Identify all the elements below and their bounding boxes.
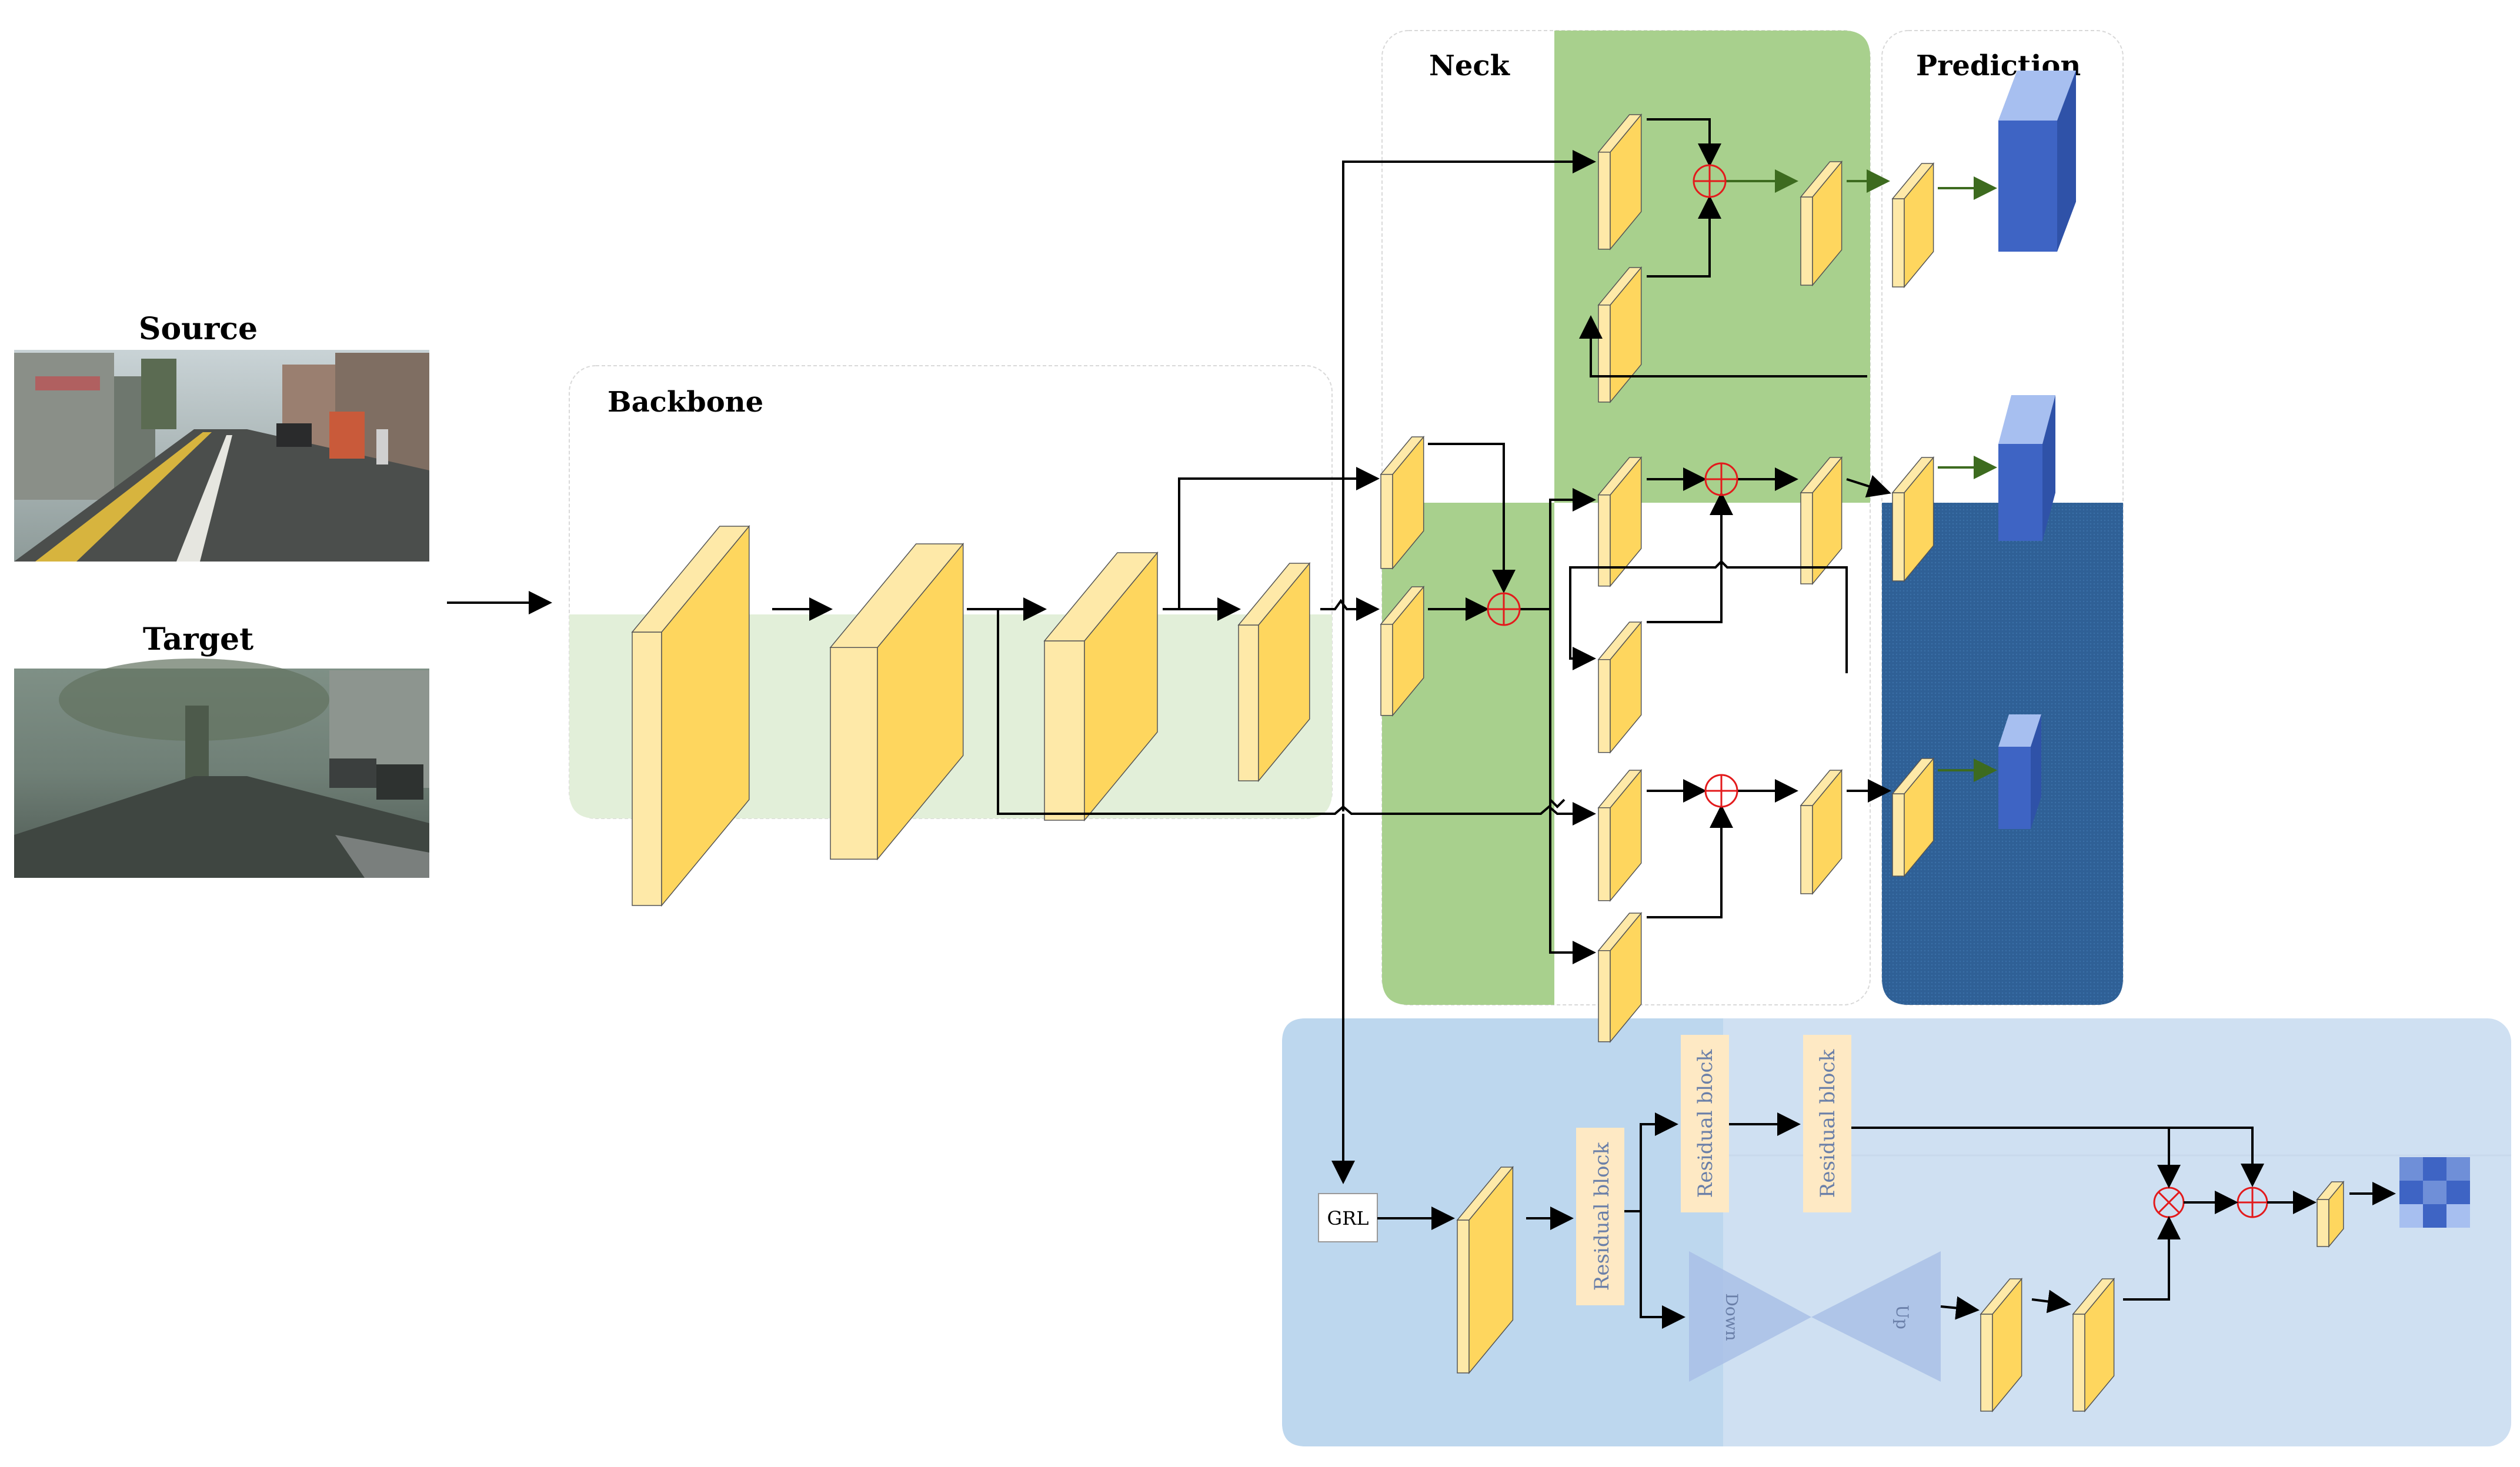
backbone-block-3 (1043, 551, 1159, 822)
feature-maps (631, 113, 2345, 1413)
disc-block-2 (1980, 1277, 2023, 1413)
up-label: Up (1892, 1305, 1912, 1329)
down-up-hourglass: Down Up (1689, 1251, 1941, 1382)
discriminator-connections (1377, 1112, 2396, 1329)
circle-plus-icon (1704, 774, 1738, 808)
neck-block-g (1597, 768, 1643, 902)
target-label: Target (143, 621, 253, 657)
backbone-connections (772, 150, 1596, 1184)
residual-block-3: Residual block (1803, 1035, 1851, 1212)
neck-block-e (1597, 456, 1643, 587)
prediction-head-small (1998, 714, 2041, 829)
neck-connections (1428, 118, 1891, 964)
backbone-block-2 (829, 542, 964, 861)
prediction-head-large (1998, 71, 2076, 252)
circle-plus-icon (1693, 164, 1727, 198)
disc-block-1 (1456, 1165, 1514, 1375)
target-image (14, 659, 429, 878)
circle-plus-icon (1487, 592, 1521, 626)
neck-label: Neck (1429, 49, 1511, 82)
neck-block-b (1380, 585, 1425, 717)
disc-block-4 (2316, 1180, 2345, 1248)
neck-block-c (1597, 113, 1643, 250)
svg-text:Residual block: Residual block (1816, 1049, 1840, 1198)
neck-block-d (1597, 266, 1643, 403)
prediction-head-medium (1998, 395, 2055, 541)
backbone-block-1 (631, 524, 750, 907)
grl-label: GRL (1327, 1207, 1369, 1229)
down-label: Down (1722, 1293, 1741, 1341)
neck-block-h (1597, 911, 1643, 1043)
disc-block-3 (2072, 1277, 2115, 1413)
circle-plus-icon (2237, 1187, 2268, 1218)
prediction-connections (1726, 169, 1997, 782)
residual-block-2: Residual block (1681, 1035, 1729, 1212)
source-image (14, 350, 429, 562)
neck-block-j (1800, 456, 1843, 586)
pred-block-a (1891, 162, 1935, 289)
svg-text:Residual block: Residual block (1694, 1049, 1717, 1198)
add-operators (1487, 164, 2268, 1218)
pred-block-b (1891, 456, 1935, 583)
neck-block-k (1800, 768, 1843, 895)
pred-block-c (1891, 757, 1935, 878)
neck-block-f (1597, 620, 1643, 754)
grid-output-icon (2399, 1157, 2470, 1228)
backbone-block-4 (1237, 562, 1311, 783)
source-label: Source (139, 311, 258, 347)
prediction-outputs (1998, 71, 2076, 829)
svg-text:Residual block: Residual block (1590, 1142, 1614, 1291)
neck-block-i (1800, 160, 1843, 287)
neck-block-a (1380, 435, 1425, 570)
circle-plus-icon (1704, 462, 1738, 496)
grl-box: GRL (1318, 1193, 1378, 1242)
backbone-label: Backbone (608, 386, 763, 419)
residual-block-1: Residual block (1576, 1128, 1624, 1305)
